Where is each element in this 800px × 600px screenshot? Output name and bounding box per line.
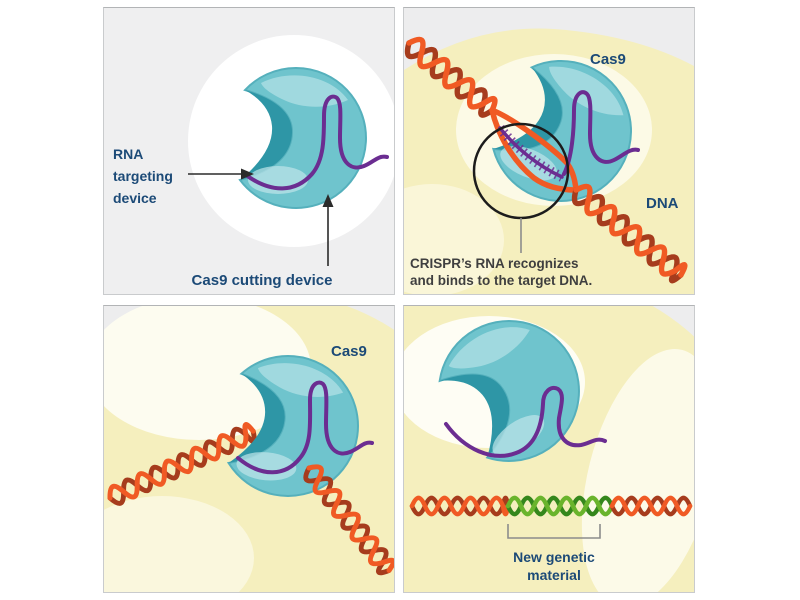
panel-3-canvas: Cas9 <box>104 306 394 592</box>
rna-strand <box>236 380 374 475</box>
new-material-label-line2: material <box>527 567 581 583</box>
rna-strand <box>244 94 389 191</box>
arrow-up-icon <box>322 194 334 266</box>
panel-rna-targeting: RNA targeting device Cas9 cutting device <box>103 7 395 295</box>
cas9-label: Cas9 <box>590 51 626 68</box>
caption-line1: CRISPR’s RNA recognizes <box>410 256 579 271</box>
panel-2-canvas: Cas9 DNA CRISPR’s RNA recognizes and bin… <box>404 8 694 294</box>
panel-new-material: New genetic material <box>403 305 695 593</box>
dna-label: DNA <box>646 195 679 212</box>
dna-fragment-left <box>107 422 257 506</box>
new-material-label-line1: New genetic <box>513 549 595 565</box>
dna-helix-new-material <box>505 495 615 517</box>
rna-device-label-line2: targeting <box>113 168 173 184</box>
panel-dna-cutting: Cas9 <box>103 305 395 593</box>
bracket-icon <box>507 524 601 539</box>
dna-helix-upper <box>404 36 498 118</box>
dna-helix-right <box>609 495 693 517</box>
cell-inner-patch <box>404 184 504 294</box>
rna-device-label-line3: device <box>113 190 157 206</box>
dna-helix-lower <box>571 183 688 284</box>
arrow-right-icon <box>188 168 254 180</box>
dna-helix-left <box>409 495 511 517</box>
rna-dna-pairing <box>496 124 565 182</box>
cas9-label: Cas9 <box>331 343 367 360</box>
cell-inner-patch <box>104 306 311 440</box>
rna-device-label-line1: RNA <box>113 146 143 162</box>
panel-dna-binding: Cas9 DNA CRISPR’s RNA recognizes and bin… <box>403 7 695 295</box>
cas9-protein <box>438 320 580 462</box>
cas9-device-label: Cas9 cutting device <box>192 272 333 289</box>
dna-fragment-right <box>303 464 394 576</box>
cell-inner-patch <box>581 349 694 592</box>
cell-inner-patch <box>104 496 254 592</box>
rna-strand <box>444 385 607 458</box>
rna-strand <box>562 90 640 176</box>
panel-4-canvas: New genetic material <box>404 306 694 592</box>
panel-1-canvas: RNA targeting device Cas9 cutting device <box>113 35 394 289</box>
caption-line2: and binds to the target DNA. <box>410 273 592 288</box>
